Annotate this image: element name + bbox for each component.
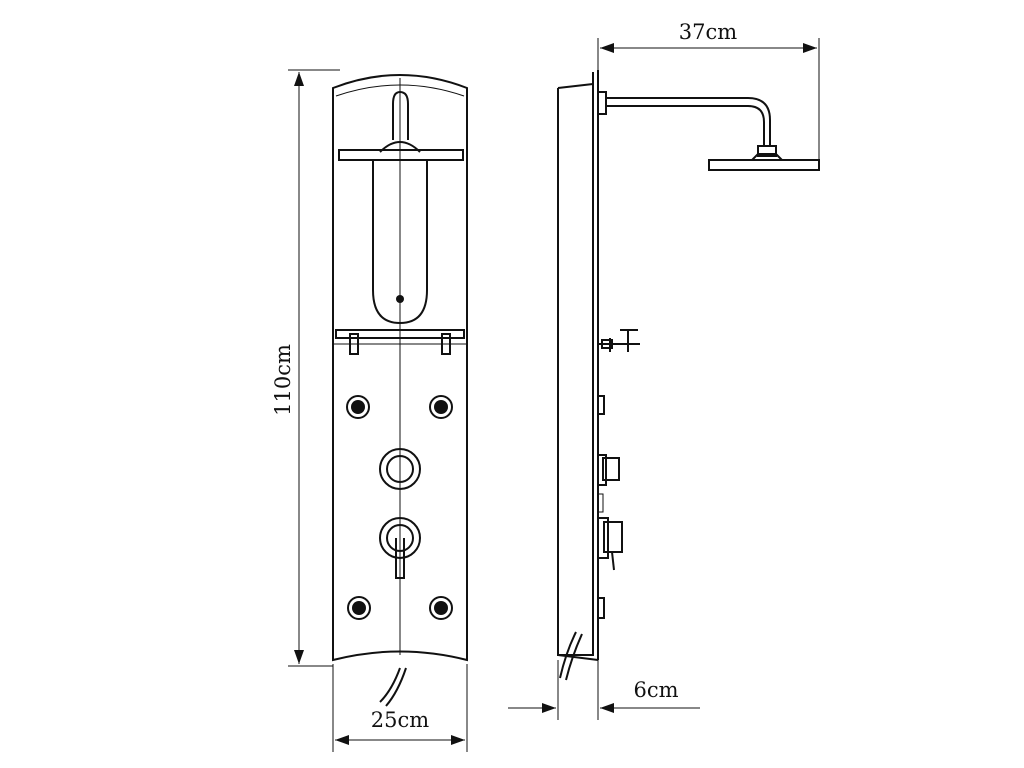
front-hose <box>379 667 401 703</box>
side-knob-2 <box>603 521 623 553</box>
side-knob-1-base <box>597 454 607 486</box>
side-panel-bottom <box>557 654 599 661</box>
side-view <box>557 70 820 681</box>
front-jet-top-right-inner <box>434 400 448 414</box>
height-label: 110cm <box>271 344 295 416</box>
front-mirror-capsule <box>372 159 428 325</box>
side-head-neck <box>757 145 777 157</box>
front-shelf-bracket-left <box>349 333 359 355</box>
front-jet-bottom-right-inner <box>434 601 448 615</box>
arm-length-dimension: 37cm <box>597 20 820 160</box>
side-arm-mount <box>597 91 607 115</box>
front-mirror-dot <box>396 295 404 303</box>
side-shower-head <box>708 159 820 171</box>
depth-dimension: 6cm <box>508 660 700 720</box>
side-knob-2-lever <box>611 551 615 571</box>
depth-label: 6cm <box>633 678 678 702</box>
front-panel-outline <box>332 74 468 662</box>
width-label: 25cm <box>371 708 429 732</box>
side-knob-2-base <box>597 517 609 559</box>
front-shower-arm <box>392 90 409 140</box>
side-jet-2 <box>597 597 605 619</box>
front-top-shelf <box>338 149 464 161</box>
side-hose-2 <box>565 633 583 681</box>
front-upper-knob-inner <box>386 455 414 483</box>
front-middle-shelf <box>335 329 465 339</box>
front-lower-knob-inner <box>386 524 414 552</box>
side-knob-1 <box>602 457 620 481</box>
side-jet-1 <box>597 395 605 415</box>
side-tap-body <box>601 339 613 349</box>
front-shelf-bracket-right <box>441 333 451 355</box>
side-panel-top <box>557 83 594 89</box>
side-tap <box>598 329 640 352</box>
front-lower-knob-outer <box>379 517 421 559</box>
arm-length-label: 37cm <box>679 20 737 44</box>
front-jet-bottom-right <box>429 596 453 620</box>
front-upper-knob-outer <box>379 448 421 490</box>
front-jet-top-left-inner <box>351 400 365 414</box>
front-jet-top-left <box>346 395 370 419</box>
front-jet-bottom-left-inner <box>352 601 366 615</box>
front-jet-top-right <box>429 395 453 419</box>
front-view <box>332 74 468 707</box>
height-dimension: 110cm <box>271 69 340 667</box>
front-lower-knob-lever <box>395 538 405 579</box>
side-shower-arm <box>606 97 771 147</box>
side-hose <box>559 631 577 679</box>
width-dimension: 25cm <box>332 664 468 752</box>
side-panel-back <box>557 72 594 656</box>
side-ridge-1 <box>597 493 604 513</box>
front-hose-2 <box>385 667 407 707</box>
front-jet-bottom-left <box>347 596 371 620</box>
